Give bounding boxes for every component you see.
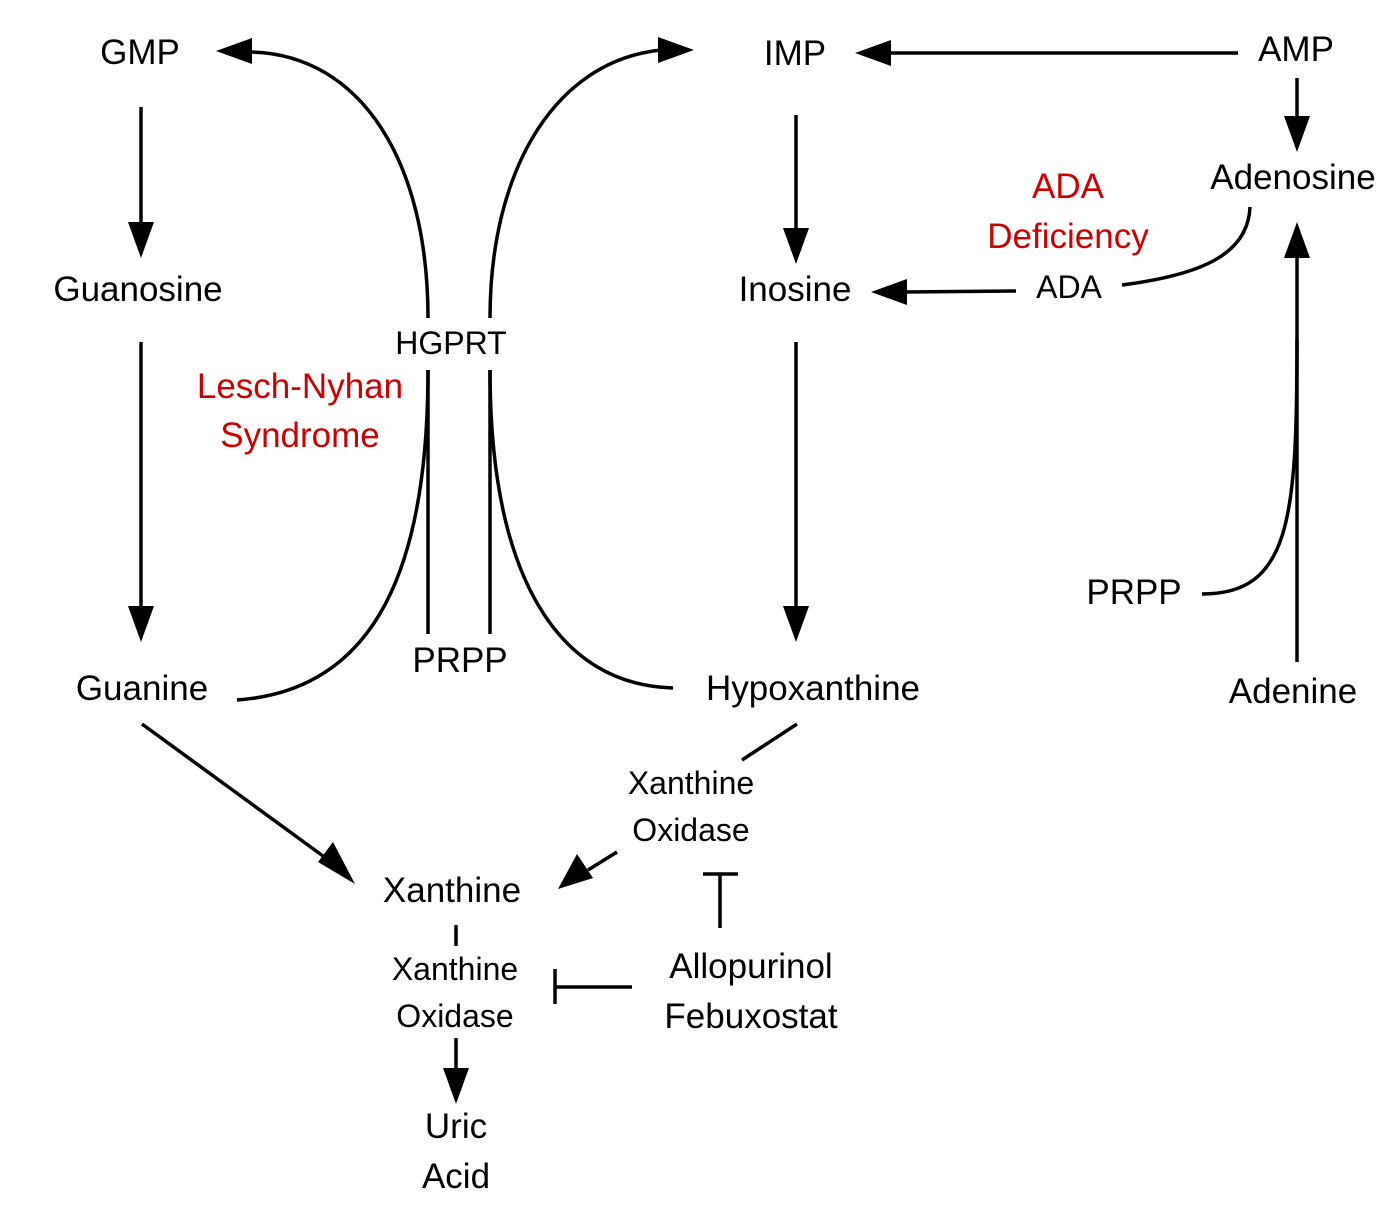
edge-hgprt-to-gmp: [251, 50, 430, 319]
arrowhead-inosine: [783, 228, 809, 264]
node-guanine: Guanine: [76, 669, 208, 708]
node-prpp-center: PRPP: [412, 641, 507, 680]
node-prpp-right: PRPP: [1086, 573, 1181, 612]
edge-guanine-to-xanthine: [140, 722, 336, 866]
disease-labels: Lesch-Nyhan Syndrome ADA Deficiency: [197, 167, 1149, 455]
arrowhead-guanine: [128, 606, 154, 642]
drug-febuxostat: Febuxostat: [664, 997, 837, 1036]
enzyme-hgprt: HGPRT: [395, 325, 506, 361]
disease-lesch-nyhan-line1: Lesch-Nyhan: [197, 367, 403, 406]
arrowhead-adenosine-from-adenine: [1284, 222, 1310, 258]
edge-hgprt-to-imp: [488, 48, 663, 319]
drug-labels: Allopurinol Febuxostat: [664, 947, 837, 1036]
node-gmp: GMP: [100, 33, 180, 72]
node-imp: IMP: [764, 34, 826, 73]
arrowhead-imp-from-amp: [855, 40, 891, 66]
disease-ada-deficiency-line1: ADA: [1032, 167, 1105, 206]
node-inosine: Inosine: [739, 270, 852, 309]
metabolite-nodes: GMP Guanosine Guanine IMP Inosine Hypoxa…: [53, 30, 1375, 1196]
node-guanosine: Guanosine: [53, 270, 222, 309]
node-uric-acid-line2: Acid: [422, 1157, 490, 1196]
arrowhead-adenosine-from-amp: [1284, 116, 1310, 152]
edge-xo-to-xanthine: [587, 850, 618, 872]
arrowhead-guanosine: [128, 222, 154, 258]
enzyme-xo-lower-line1: Xanthine: [392, 951, 518, 987]
edge-hypoxanthine-to-hgprt: [488, 369, 674, 690]
edge-prpp-right-to-adenosine: [1201, 339, 1299, 596]
enzyme-xo-lower-line2: Oxidase: [396, 998, 513, 1034]
node-amp: AMP: [1258, 30, 1334, 69]
arrowhead-hypoxanthine: [783, 606, 809, 642]
disease-ada-deficiency-line2: Deficiency: [987, 217, 1149, 256]
arrowhead-inosine-from-ada: [871, 279, 907, 305]
node-adenosine: Adenosine: [1210, 158, 1375, 197]
node-uric-acid-line1: Uric: [425, 1107, 487, 1146]
drug-allopurinol: Allopurinol: [669, 947, 832, 986]
edges: [128, 37, 1310, 1104]
arrowhead-gmp: [216, 38, 252, 64]
node-hypoxanthine: Hypoxanthine: [706, 669, 920, 708]
enzyme-xo-upper-line1: Xanthine: [628, 765, 754, 801]
enzyme-ada: ADA: [1036, 269, 1102, 305]
enzyme-xo-upper-line2: Oxidase: [632, 812, 749, 848]
node-xanthine: Xanthine: [383, 871, 521, 910]
arrowhead-xanthine-from-guanine-fill: [318, 842, 355, 884]
arrowhead-xanthine-from-xo: [558, 854, 593, 889]
edge-hypoxanthine-to-xo: [741, 722, 798, 762]
disease-lesch-nyhan-line2: Syndrome: [220, 416, 380, 455]
edge-ada-to-inosine: [901, 289, 1017, 294]
enzyme-labels: HGPRT ADA Xanthine Oxidase Xanthine Oxid…: [392, 269, 1103, 1034]
node-adenine: Adenine: [1229, 672, 1357, 711]
edge-guanine-to-hgprt: [236, 369, 430, 702]
arrowhead-imp-from-hgprt: [658, 37, 694, 63]
edge-adenosine-to-ada: [1121, 206, 1252, 287]
arrowhead-uric-acid: [443, 1068, 469, 1104]
